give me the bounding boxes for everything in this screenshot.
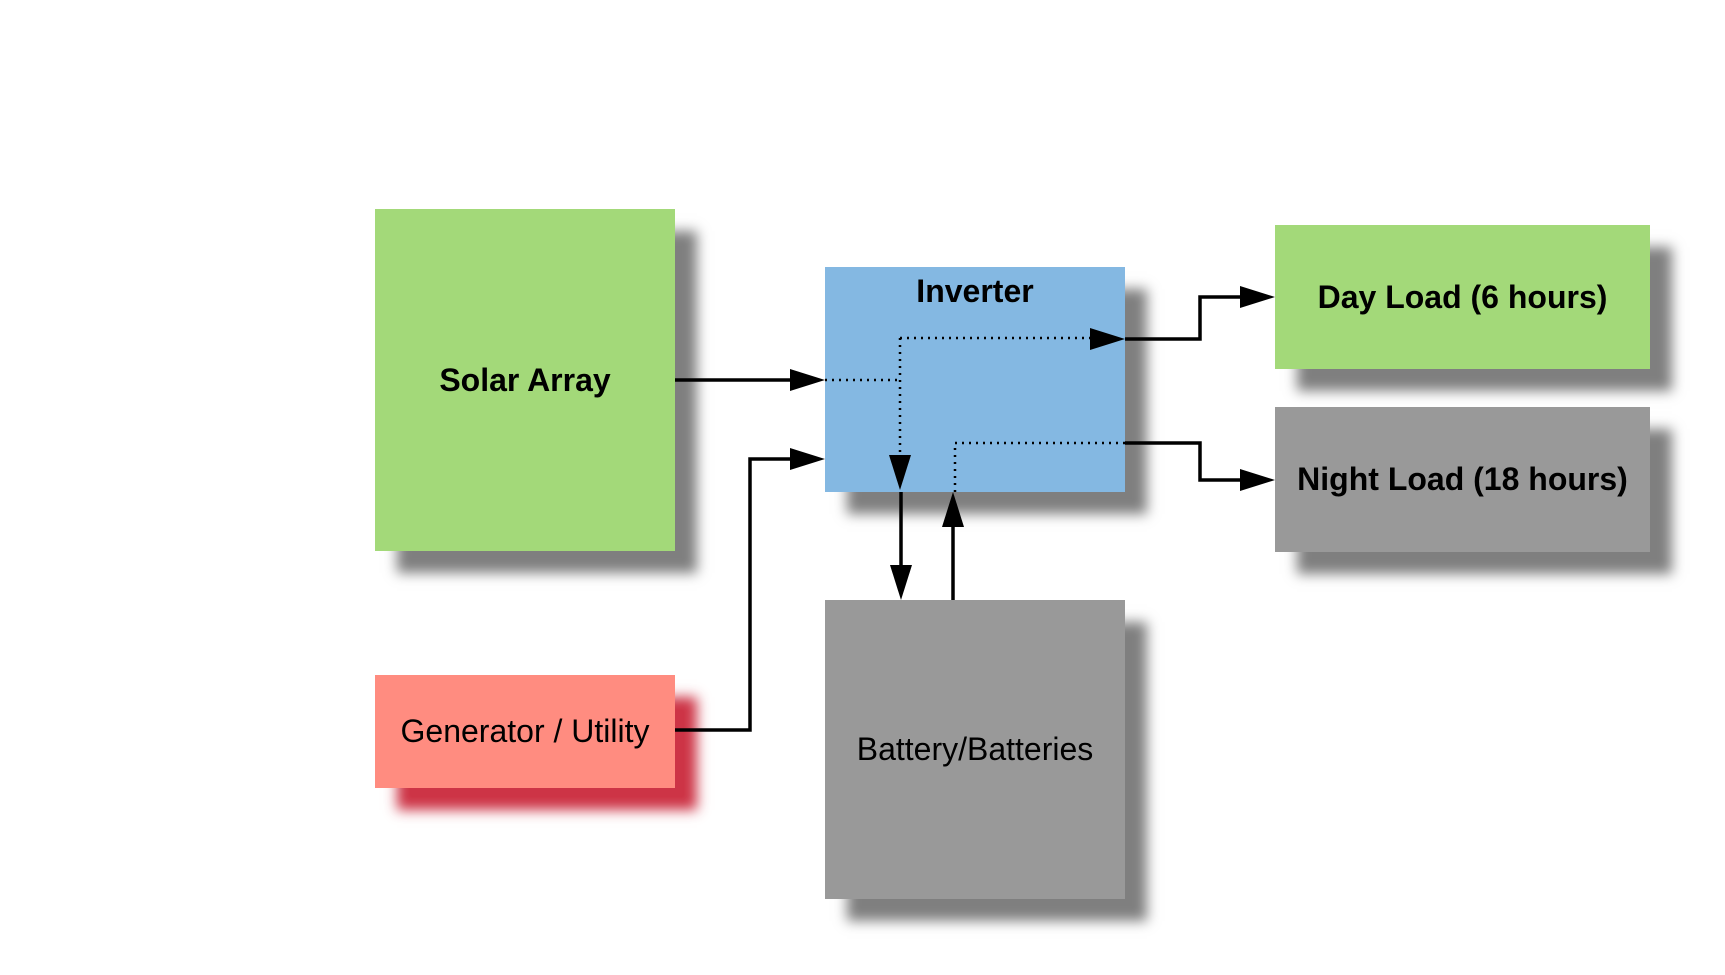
- arrowhead-to-battery: [890, 565, 912, 600]
- inverter-label: Inverter: [916, 273, 1034, 309]
- arrowhead-to-dayload: [1240, 286, 1275, 308]
- arrowhead-solar-to-inverter: [790, 369, 825, 391]
- battery-block: Battery/Batteries: [825, 600, 1125, 899]
- day-load-label: Day Load (6 hours): [1317, 278, 1608, 315]
- generator-utility-label: Generator / Utility: [400, 713, 650, 749]
- battery-label: Battery/Batteries: [856, 731, 1094, 767]
- edge-generator-to-inverter: [675, 457, 790, 732]
- arrowhead-generator-to-inverter: [790, 448, 825, 470]
- night-load-block: Night Load (18 hours): [1275, 407, 1650, 552]
- generator-utility-block: Generator / Utility: [375, 675, 675, 788]
- night-load-label: Night Load (18 hours): [1297, 461, 1628, 497]
- inverter-block: Inverter: [825, 267, 1125, 492]
- edge-inverter-to-nightload: [1125, 441, 1240, 482]
- day-load-block: Day Load (6 hours): [1275, 225, 1650, 369]
- arrowhead-to-nightload: [1240, 469, 1275, 491]
- arrowhead-battery-to-inverter: [942, 492, 964, 527]
- solar-array-label: Solar Array: [439, 361, 611, 398]
- edge-inverter-to-dayload: [1125, 295, 1240, 341]
- solar-array-block: Solar Array: [375, 209, 675, 551]
